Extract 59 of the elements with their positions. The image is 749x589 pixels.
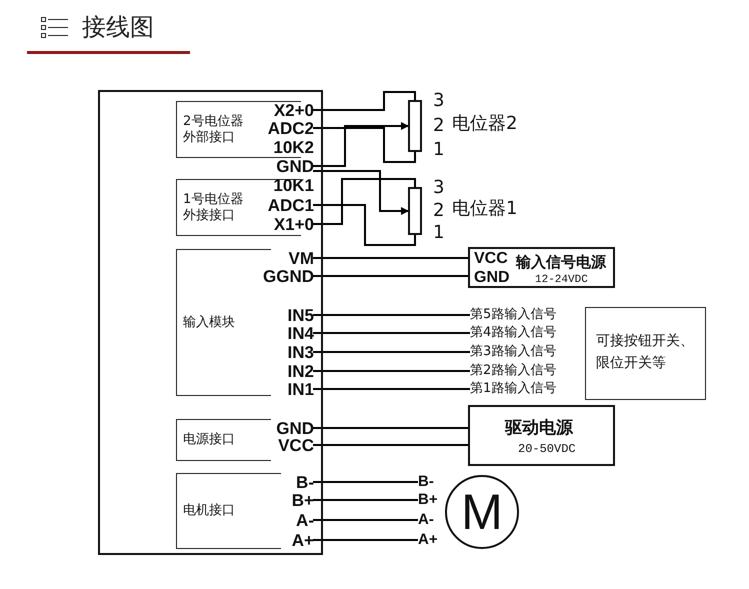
pin-label: VCC <box>474 250 508 268</box>
pin-label: ADC2 <box>259 119 314 138</box>
wire-label: B- <box>418 473 442 491</box>
wire-label: B+ <box>418 491 442 509</box>
signal-label: 第2路输入信号 <box>470 362 580 380</box>
terminal-number: 1 <box>433 140 444 160</box>
terminal-number: 1 <box>433 223 444 243</box>
title: 接线图 <box>82 12 154 42</box>
power-supply-box <box>468 247 615 288</box>
arrow <box>313 170 409 215</box>
wire <box>313 539 418 541</box>
component-label: 电位器2 <box>452 114 518 134</box>
pin-label: 10K2 <box>259 138 314 157</box>
wire-label: A- <box>418 511 442 529</box>
wire <box>313 519 418 521</box>
wire <box>313 444 468 446</box>
pin-label: 10K1 <box>259 176 314 195</box>
wire <box>313 481 418 483</box>
arrow <box>313 122 409 167</box>
pin-label: GND <box>259 157 314 176</box>
resistor-symbol <box>408 100 422 152</box>
terminal-number: 2 <box>433 201 444 221</box>
wire <box>313 314 470 316</box>
wire <box>313 388 470 390</box>
pin-label: X1+0 <box>259 215 314 234</box>
wire <box>313 332 470 334</box>
wire <box>313 127 416 163</box>
wire <box>313 351 470 353</box>
module-box: 电源接口 <box>176 419 271 461</box>
pin-label: X2+0 <box>259 101 314 120</box>
wire <box>313 257 468 259</box>
component-label: 电位器1 <box>452 199 518 219</box>
terminal-number: 2 <box>433 116 444 136</box>
wire <box>313 91 416 111</box>
driver-box <box>98 90 323 555</box>
wire <box>313 178 416 225</box>
signal-label: 第1路输入信号 <box>470 380 580 398</box>
signal-label: 第3路输入信号 <box>470 343 580 361</box>
wire <box>313 275 468 277</box>
wire <box>313 427 468 429</box>
module-box: 电机接口 <box>176 473 281 549</box>
resistor-symbol <box>408 187 422 235</box>
power-supply-box <box>468 405 615 466</box>
wire <box>313 370 470 372</box>
voltage-range: 20-50VDC <box>518 443 576 456</box>
terminal-number: 3 <box>433 91 444 111</box>
note-box: 可接按钮开关、限位开关等 <box>585 307 706 400</box>
signal-label: 第4路输入信号 <box>470 324 580 342</box>
supply-name: 驱动电源 <box>505 419 573 438</box>
supply-name: 输入信号电源 <box>516 254 606 270</box>
wire <box>313 204 416 246</box>
terminal-number: 3 <box>433 178 444 198</box>
motor-symbol: M <box>445 475 519 549</box>
wire-label: A+ <box>418 531 442 549</box>
signal-label: 第5路输入信号 <box>470 306 580 324</box>
pin-label: GND <box>474 269 510 287</box>
wire <box>313 499 418 501</box>
voltage-range: 12-24VDC <box>535 274 588 286</box>
pin-label: ADC1 <box>259 196 314 215</box>
